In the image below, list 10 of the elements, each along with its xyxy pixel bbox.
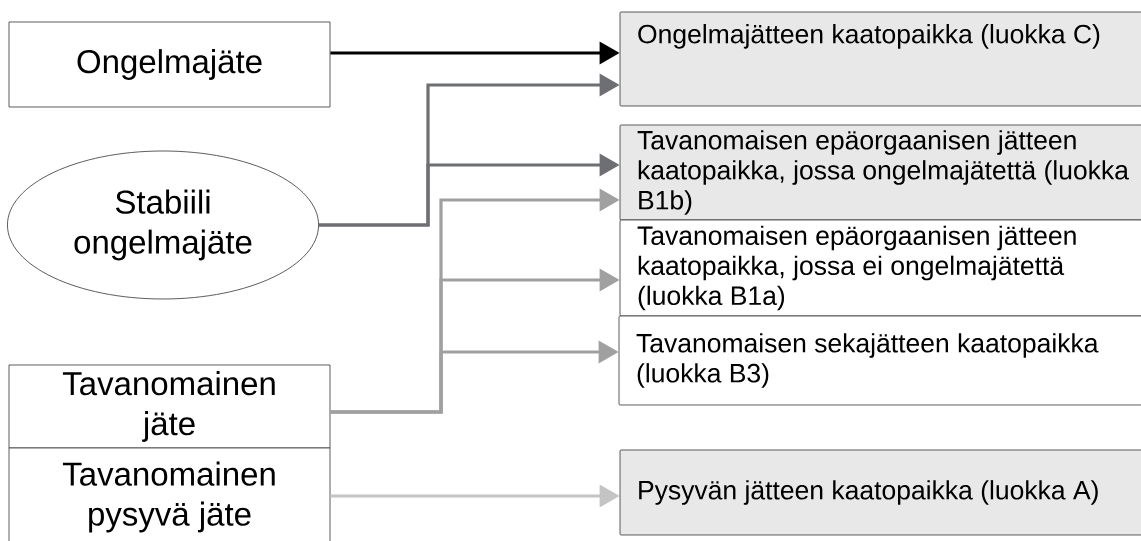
source-box: Tavanomainen jäte [8,364,331,449]
source-box: Tavanomainen pysyvä jäte [8,447,331,541]
ellipse-node: Stabiili ongelmajäte [7,150,319,300]
landfill-box: Ongelmajätteen kaatopaikka (luokka C) [619,11,1141,107]
landfill-box: Tavanomaisen epäorgaanisen jätteen kaatopaikka, jossa ei ongelmajätettä (luokka B1a) [619,219,1141,317]
source-box: Ongelmajäte [8,21,331,108]
landfill-box: Tavanomaisen epäorgaanisen jätteen kaatopaikka, jossa ongelmajätettä (luokka B1b) [619,124,1141,221]
landfill-box: Pysyvän jätteen kaatopaikka (luokka A) [619,449,1141,536]
node-label: Tavanomaisen epäorgaanisen jätteen kaatopaikka, jossa ei ongelmajätettä (luokka B1a) [637,225,1076,311]
landfill-box: Tavanomaisen sekajätteen kaatopaikka (luokka B3) [618,315,1141,406]
